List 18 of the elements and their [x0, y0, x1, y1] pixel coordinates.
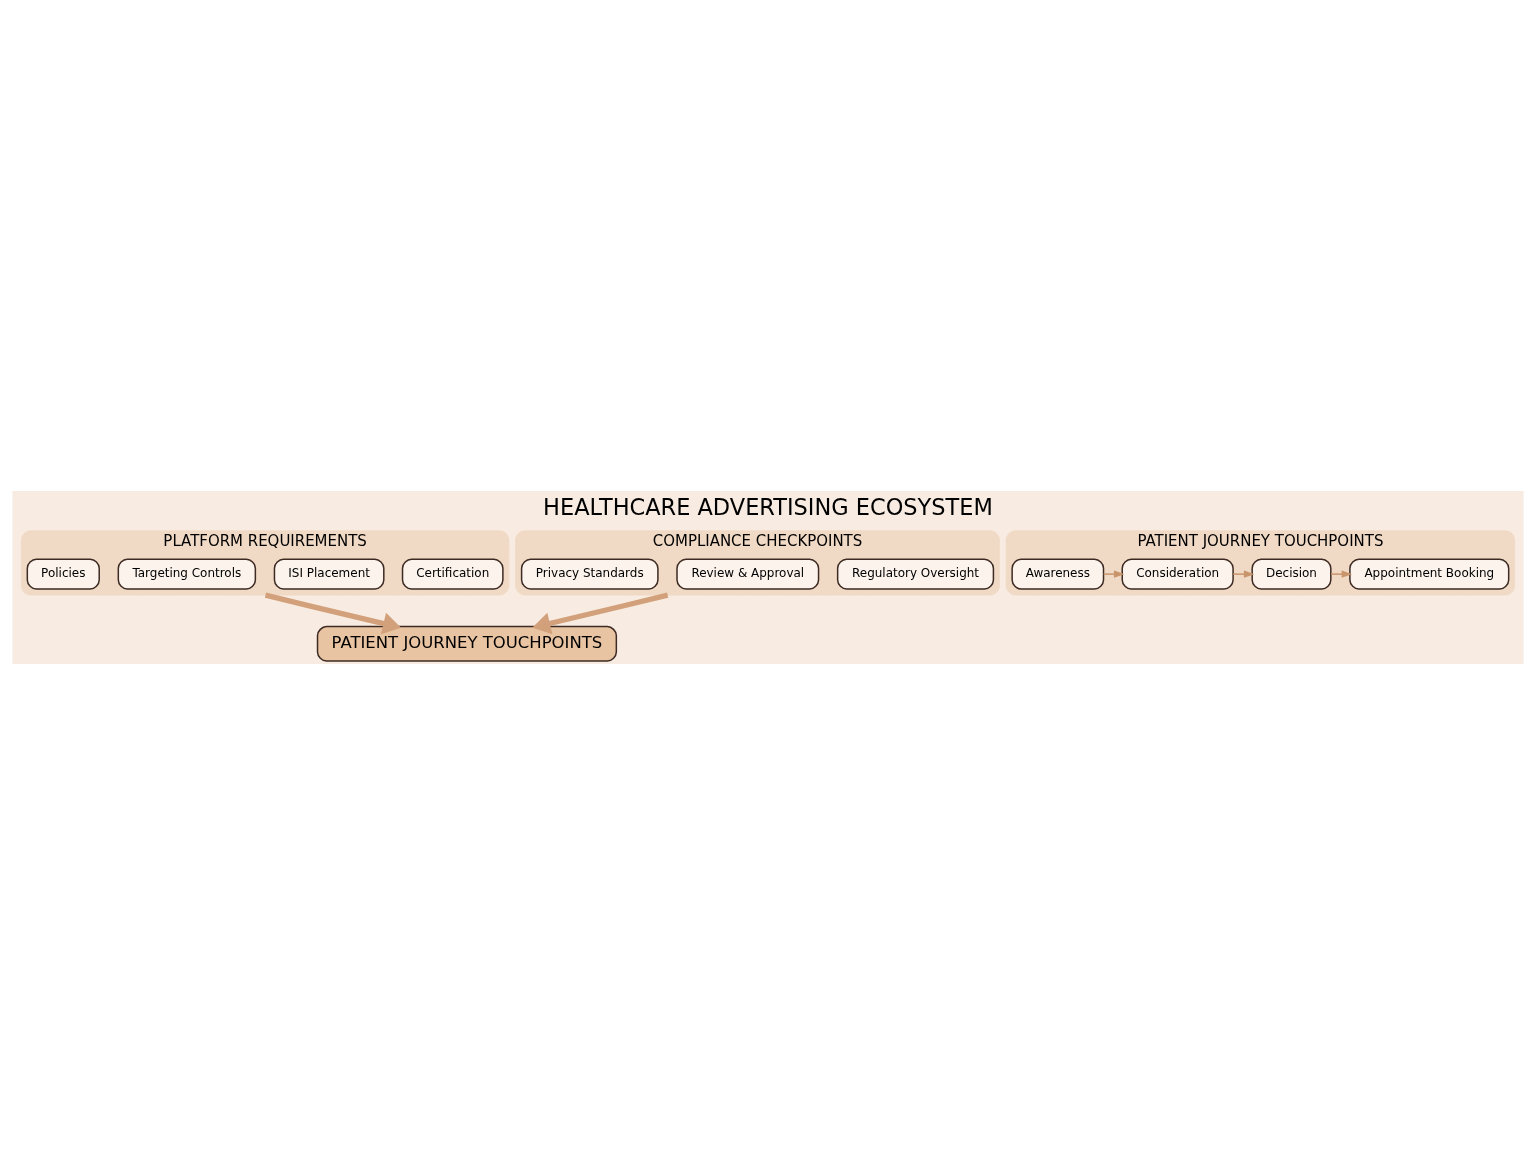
node-box: Regulatory Oversight [836, 557, 995, 590]
node-box: PATIENT JOURNEY TOUCHPOINTS [316, 625, 618, 662]
diagram-title: HEALTHCARE ADVERTISING ECOSYSTEM [543, 493, 993, 520]
node-box: Appointment Booking [1349, 557, 1510, 590]
arrow [264, 592, 402, 634]
node-box: Policies [26, 557, 100, 590]
arrow [1232, 569, 1255, 578]
node-box: Decision [1251, 557, 1332, 590]
node-box: Awareness [1011, 557, 1105, 590]
node-box: Review & Approval [676, 557, 820, 590]
arrow [1330, 569, 1353, 578]
node-box: Privacy Standards [520, 557, 659, 590]
node-box: Consideration [1121, 557, 1234, 590]
node-box: Targeting Controls [117, 557, 257, 590]
node-box: ISI Placement [273, 557, 385, 590]
arrow [1102, 569, 1125, 578]
node-box: Certification [401, 557, 504, 590]
arrow [532, 592, 669, 634]
